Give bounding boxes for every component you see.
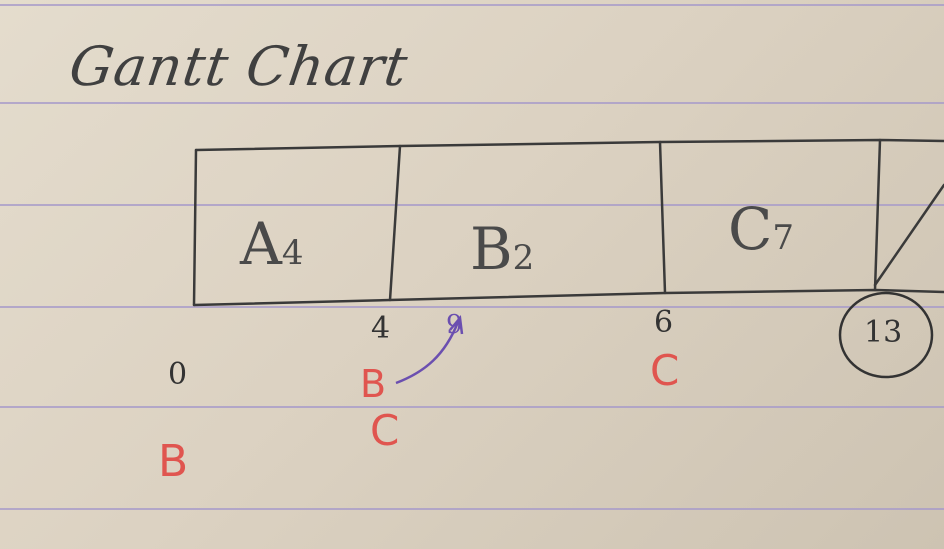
segment-b-burst: 2 (512, 238, 535, 278)
gantt-next-slash (873, 183, 944, 287)
segment-a-burst: 4 (281, 233, 304, 273)
segment-a-name: A (240, 210, 282, 278)
queue-t6-c: C (650, 346, 680, 395)
ruled-line (0, 406, 944, 408)
tick-13: 13 (864, 315, 903, 350)
gantt-divider-13 (873, 138, 882, 292)
ruled-line (0, 4, 944, 6)
gantt-divider-4 (388, 144, 402, 302)
purple-arrow (395, 321, 460, 385)
segment-b: B2 (470, 220, 534, 278)
gantt-top-edge (194, 138, 944, 152)
segment-c-name: C (728, 195, 773, 263)
ruled-line (0, 204, 944, 206)
segment-a: A4 (240, 215, 304, 273)
arrival-label: 9 (446, 310, 463, 340)
gantt-bottom-edge (192, 288, 944, 307)
segment-c: C7 (728, 200, 794, 258)
tick-0: 0 (168, 357, 188, 392)
queue-t4-c: C (370, 406, 400, 455)
tick-6: 6 (654, 305, 674, 340)
gantt-divider-0 (192, 148, 198, 307)
ruled-line (0, 508, 944, 510)
ruled-line (0, 306, 944, 308)
purple-arrow-head (449, 314, 464, 335)
segment-b-name: B (470, 215, 513, 283)
queue-t4-b: B (360, 362, 387, 406)
gantt-divider-6 (658, 140, 667, 295)
segment-c-burst: 7 (772, 218, 795, 258)
queue-t0-b: B (158, 436, 189, 487)
circle-13 (838, 291, 934, 379)
chart-title: Gantt Chart (65, 35, 412, 98)
tick-4: 4 (371, 311, 391, 346)
ruled-line (0, 102, 944, 104)
